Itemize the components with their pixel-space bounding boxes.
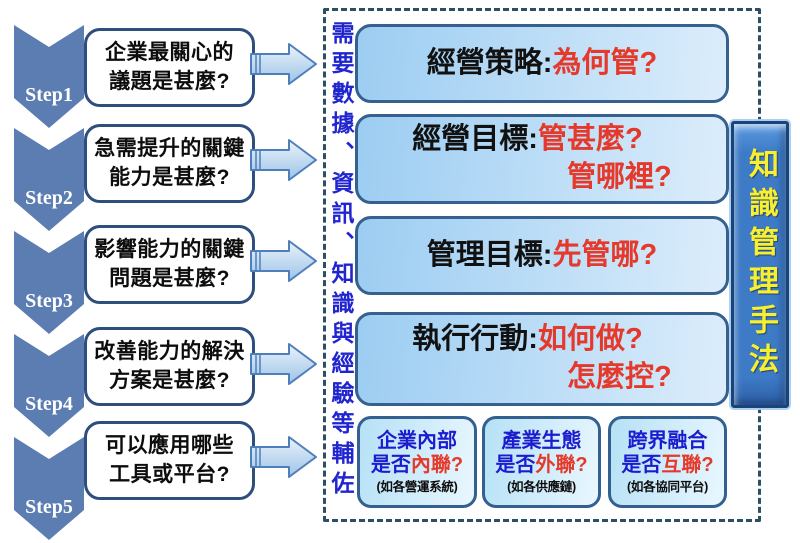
step-chevron-column [14,25,84,540]
chevron-down-icon [14,334,84,437]
action-box-label: 執行行動: [412,323,538,356]
right-arrow-icon [250,436,317,478]
chevron-down-icon [14,128,84,231]
right-arrow-icon [250,343,317,385]
internal-link-box: 企業內部 是否內聯? (如各營運系統) [357,416,477,508]
business-goal-box: 經營目標: 管甚麼? 管哪裡? [355,114,729,204]
step4-label: Step4 [25,393,73,415]
support-note-vertical: 需要數據、資訊、知識與經驗等輔佐 [328,21,354,501]
cross-link-q-blue: 是否 [621,453,662,476]
knowledge-management-banner: 知識管理手法 [731,121,789,408]
step3-label: Step3 [25,290,73,312]
question-line: 改善能力的解決 [94,340,245,364]
strategy-box-question: 為何管? [552,46,658,79]
action-box: 執行行動: 如何做? 怎麼控? [355,312,729,406]
step5-question-box: 可以應用哪些工具或平台? [84,421,255,500]
internal-link-q-red: 內聯? [410,453,464,476]
business-goal-box-question: 管甚麼? [537,123,643,156]
step1-label: Step1 [25,84,73,106]
question-line: 影響能力的關鍵 [94,238,245,262]
action-box-question2: 怎麼控? [566,361,672,393]
step4-question-box: 改善能力的解決方案是甚麼? [84,327,255,406]
question-line: 問題是甚麼? [109,266,230,290]
strategy-box-label: 經營策略: [426,46,553,79]
question-line: 能力是甚麼? [109,165,230,189]
step1-question-box: 企業最關心的議題是甚麼? [84,28,255,107]
internal-link-title: 企業內部 [377,429,457,452]
external-link-q-red: 外聯? [535,453,588,476]
cross-link-note: (如各協同平台) [627,479,708,494]
management-goal-box-question: 先管哪? [552,238,658,271]
internal-link-note: (如各營運系統) [376,479,458,494]
step2-label: Step2 [25,187,73,209]
external-link-q-blue: 是否 [495,453,536,476]
question-line: 議題是甚麼? [109,69,230,93]
step3-question-box: 影響能力的關鍵問題是甚麼? [84,225,255,304]
step2-question-box: 急需提升的關鍵能力是甚麼? [84,124,255,203]
chevron-down-icon [14,231,84,334]
external-link-box: 產業生態 是否外聯? (如各供應鏈) [482,416,601,508]
cross-link-title: 跨界融合 [627,429,708,452]
question-line: 急需提升的關鍵 [94,137,245,161]
cross-link-q-red: 互聯? [661,453,714,476]
business-goal-box-question2: 管哪裡? [566,161,672,193]
chevron-down-icon [14,437,84,540]
management-goal-box: 管理目標: 先管哪? [355,216,729,295]
internal-link-q-blue: 是否 [370,453,411,476]
external-link-title: 產業生態 [501,429,582,452]
action-box-question: 如何做? [537,323,643,356]
question-line: 方案是甚麼? [109,368,230,392]
question-line: 工具或平台? [109,462,230,486]
external-link-note: (如各供應鏈) [507,479,576,494]
strategy-box: 經營策略: 為何管? [355,24,729,103]
business-goal-box-label: 經營目標: [412,123,538,156]
chevron-down-icon [14,25,84,128]
step5-label: Step5 [25,496,73,518]
management-goal-box-label: 管理目標: [426,238,553,271]
right-arrow-icon [250,43,317,85]
knowledge-management-banner-text: 知識管理手法 [744,147,777,382]
right-arrow-icon [250,240,317,282]
question-line: 企業最關心的 [105,41,234,65]
right-arrow-icon [250,139,317,181]
cross-link-box: 跨界融合 是否互聯? (如各協同平台) [608,416,727,508]
question-line: 可以應用哪些 [105,434,234,458]
